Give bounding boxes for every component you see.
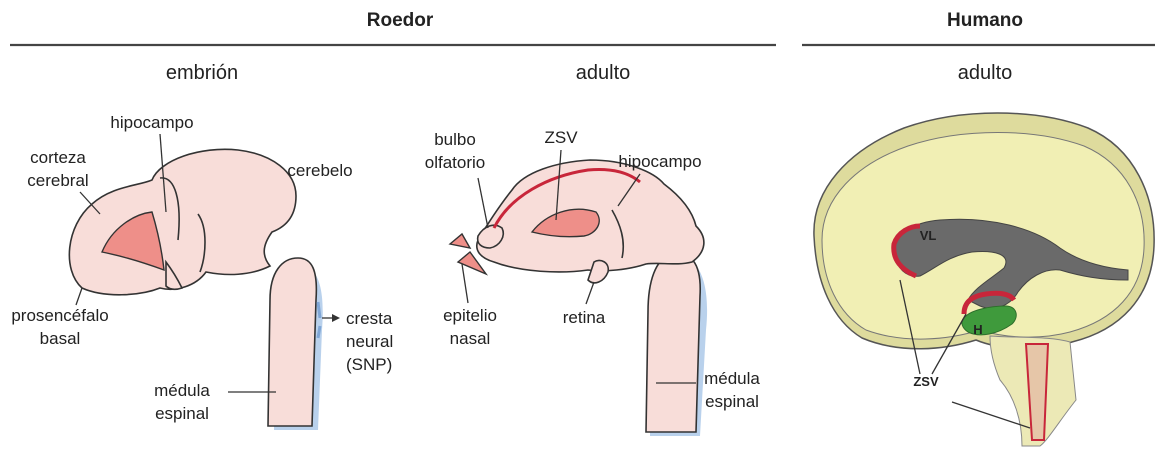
embryo-label-basal-1: prosencéfalo (11, 306, 108, 325)
embryo-spinal-cord (268, 258, 316, 426)
embryo-label-crest-3: (SNP) (346, 355, 392, 374)
rodent-adult-subheader: adulto (576, 62, 631, 84)
adult-label-cord-2: espinal (705, 392, 759, 411)
adult-label-retina: retina (563, 308, 606, 327)
human-adult-subheader: adulto (958, 62, 1013, 84)
human-label-svz: ZSV (913, 374, 939, 389)
human-brain-drawing (814, 113, 1154, 446)
adult-nasal-epithelium-1 (450, 234, 470, 248)
embryo-label-cord-2: espinal (155, 404, 209, 423)
human-label-h: H (973, 322, 982, 337)
adult-label-hippocampus: hipocampo (618, 152, 701, 171)
embryo-basal-pointer (76, 288, 82, 305)
human-header: Humano (947, 10, 1023, 31)
adult-spinal-cord (646, 253, 700, 432)
adult-label-epith-2: nasal (450, 329, 491, 348)
adult-label-epith-1: epitelio (443, 306, 497, 325)
adult-label-svz: ZSV (544, 128, 578, 147)
adult-label-cord-1: médula (704, 369, 760, 388)
rodent-header: Roedor (367, 10, 434, 31)
embryo-brain-body (69, 149, 296, 294)
adult-bulb-pointer (478, 178, 488, 228)
human-label-lv: VL (920, 228, 937, 243)
embryo-label-cortex-2: cerebral (27, 171, 88, 190)
embryo-crest-arrowhead (332, 314, 340, 322)
adult-rodent-brain-drawing (450, 160, 707, 436)
embryo-label-crest-1: cresta (346, 309, 393, 328)
adult-retina-pointer (586, 282, 594, 304)
embryo-label-hippocampus: hipocampo (110, 113, 193, 132)
adult-label-bulb-1: bulbo (434, 130, 476, 149)
embryo-label-cerebellum: cerebelo (287, 161, 352, 180)
adult-label-bulb-2: olfatorio (425, 153, 485, 172)
adult-epith-pointer (462, 264, 468, 303)
embryo-label-crest-2: neural (346, 332, 393, 351)
embryo-label-cortex-1: corteza (30, 148, 86, 167)
embryo-label-cord-1: médula (154, 381, 210, 400)
embryo-label-basal-2: basal (40, 329, 81, 348)
embryo-subheader: embrión (166, 62, 238, 84)
